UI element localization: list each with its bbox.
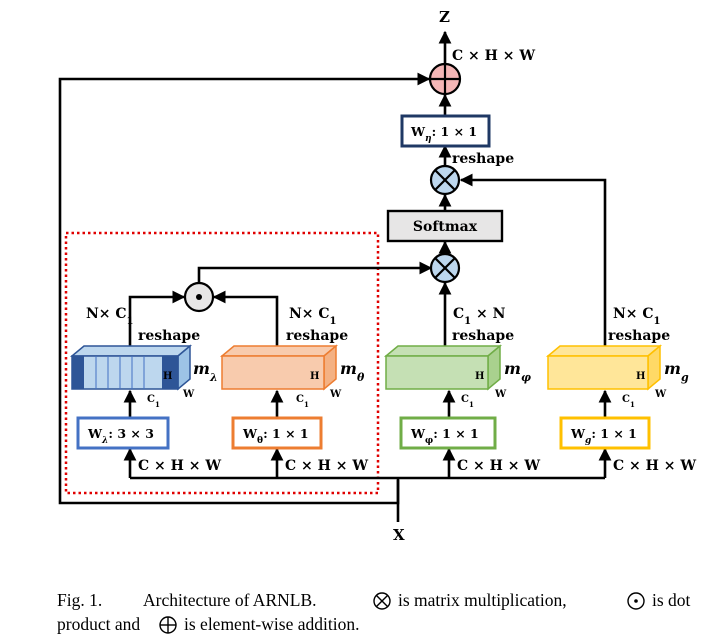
- svg-text:C1: C1: [461, 394, 474, 409]
- phi-conv-box: Wφ: 1 × 1: [399, 416, 497, 450]
- svg-text:H: H: [636, 371, 645, 382]
- eta-conv-box: Wη: 1 × 1: [400, 114, 491, 148]
- output-z-label: Z: [439, 8, 450, 26]
- m-g-label: mg: [664, 359, 689, 384]
- softmax-box: Softmax: [386, 209, 504, 243]
- svg-text:H: H: [310, 371, 319, 382]
- nc-label-theta: N× C1: [289, 306, 337, 327]
- svg-text:C1: C1: [622, 394, 635, 409]
- svg-text:Architecture of ARNLB.: Architecture of ARNLB.: [143, 590, 317, 610]
- reshape-label-phi: reshape: [452, 328, 514, 344]
- svg-text:H: H: [475, 371, 484, 382]
- output-dims-label: C × H × W: [452, 48, 535, 64]
- svg-text:Wη: 1 × 1: Wη: 1 × 1: [410, 124, 477, 144]
- m-theta-label: mθ: [340, 359, 365, 384]
- nc-label-lambda: N× C1: [86, 306, 134, 327]
- lambda-conv-box: Wλ: 3 × 3: [76, 416, 170, 450]
- add-symbol-icon: [159, 616, 177, 634]
- wire-dot-to-mult: [197, 261, 433, 282]
- m-phi-block: H W C1: [383, 344, 507, 409]
- nc-label-g: N× C1: [613, 306, 661, 327]
- reshape-label-g: reshape: [608, 328, 670, 344]
- cn-label-phi: C1 × N: [453, 306, 506, 327]
- svg-text:Wg: 1 × 1: Wg: 1 × 1: [570, 426, 637, 446]
- dot-symbol-icon: [627, 592, 645, 610]
- input-x-label: X: [393, 526, 405, 544]
- m-lambda-block: H W C1: [69, 344, 195, 409]
- m-g-block: H W C1: [545, 344, 667, 409]
- svg-text:Wθ: 1 × 1: Wθ: 1 × 1: [242, 426, 309, 446]
- svg-text:W: W: [182, 389, 195, 400]
- reshape-label-top: reshape: [452, 151, 514, 167]
- svg-text:Wλ: 3 × 3: Wλ: 3 × 3: [87, 426, 154, 446]
- svg-text:W: W: [494, 389, 507, 400]
- svg-text:C1: C1: [147, 394, 160, 409]
- svg-text:Fig. 1.: Fig. 1.: [57, 590, 102, 610]
- svg-text:is dot: is dot: [652, 590, 691, 610]
- svg-text:Wφ: 1 × 1: Wφ: 1 × 1: [410, 426, 479, 446]
- reshape-label-theta: reshape: [286, 328, 348, 344]
- input-dims-lambda: C × H × W: [138, 458, 221, 474]
- svg-text:Softmax: Softmax: [413, 219, 478, 235]
- svg-text:W: W: [329, 389, 342, 400]
- m-phi-label: mφ: [504, 359, 531, 384]
- attention-region-box: [64, 231, 380, 495]
- theta-conv-box: Wθ: 1 × 1: [231, 416, 323, 450]
- svg-text:product and: product and: [57, 614, 140, 634]
- svg-text:is element-wise addition.: is element-wise addition.: [184, 614, 359, 634]
- input-dims-theta: C × H × W: [285, 458, 368, 474]
- m-theta-block: H W C1: [219, 344, 342, 409]
- figure-caption: Fig. 1. Architecture of ARNLB. is matrix…: [57, 590, 691, 634]
- matmul-node-bottom: [429, 252, 461, 284]
- wire-theta-to-dot: [212, 290, 279, 346]
- svg-text:W: W: [654, 389, 667, 400]
- m-lambda-label: mλ: [193, 359, 218, 384]
- svg-text:H: H: [163, 371, 172, 382]
- dot-product-node: [183, 281, 215, 313]
- svg-text:C1: C1: [296, 394, 309, 409]
- input-dims-g: C × H × W: [613, 458, 696, 474]
- matmul-node-top: [429, 164, 461, 196]
- reshape-label-lambda: reshape: [138, 328, 200, 344]
- wire-g-to-mult: [459, 173, 607, 346]
- matmul-symbol-icon: [373, 592, 391, 610]
- svg-text:is matrix multiplication,: is matrix multiplication,: [398, 590, 567, 610]
- input-dims-phi: C × H × W: [457, 458, 540, 474]
- wire-lambda-to-dot: [128, 290, 186, 346]
- add-node: [428, 62, 462, 96]
- g-conv-box: Wg: 1 × 1: [559, 416, 651, 450]
